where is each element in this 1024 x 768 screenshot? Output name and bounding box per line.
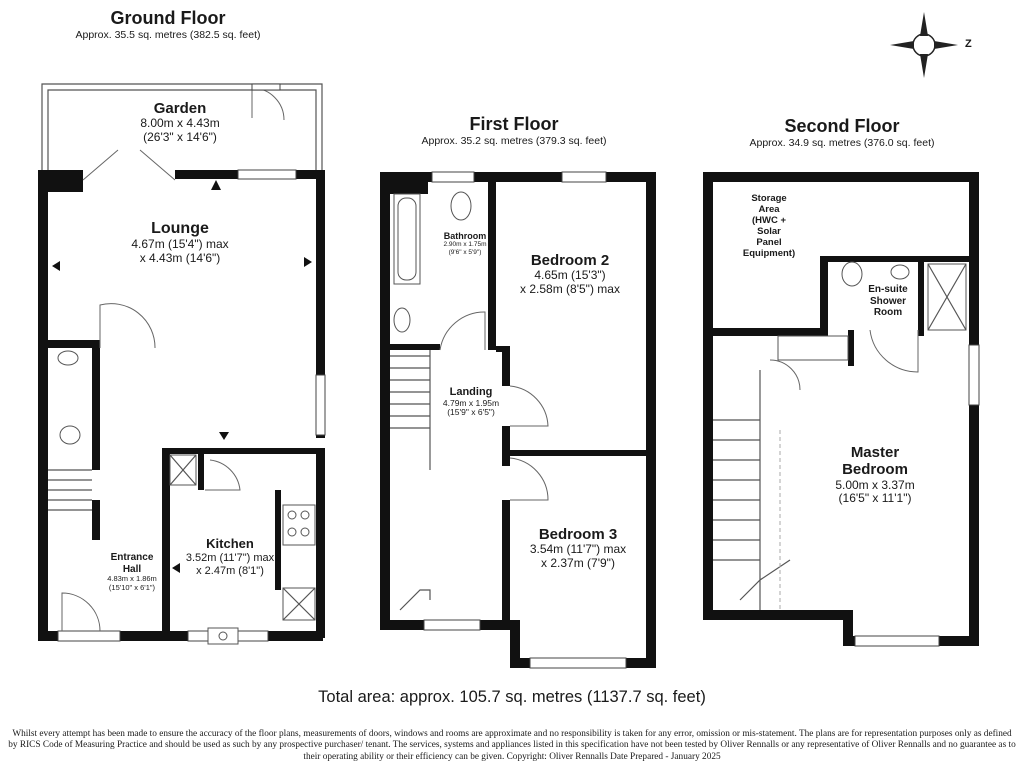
- ensuite-line-1: En-suite: [868, 284, 908, 295]
- bedroom-2-name: Bedroom 2: [530, 252, 610, 269]
- lounge-name: Lounge: [151, 220, 209, 237]
- ground-floor-heading: Ground Floor Approx. 35.5 sq. metres (38…: [58, 8, 278, 41]
- ensuite-line-3: Room: [873, 307, 903, 318]
- landing-label: Landing 4.79m x 1.95m (15'9" x 6'5"): [426, 386, 516, 418]
- bathroom-size-metric: 2.90m x 1.75m: [443, 241, 487, 249]
- landing-size-metric: 4.79m x 1.95m: [442, 397, 500, 408]
- ground-floor-title: Ground Floor: [110, 8, 226, 28]
- bathroom-name: Bathroom: [443, 231, 487, 241]
- kitchen-size-imperial: x 2.47m (8'1"): [196, 564, 264, 577]
- entrance-hall-size-metric: 4.83m x 1.86m: [107, 574, 157, 583]
- kitchen-name: Kitchen: [206, 536, 254, 551]
- entrance-hall-size-imperial: (15'10" x 6'1"): [108, 582, 156, 592]
- master-bedroom-size-imperial: (16'5" x 11'1"): [838, 491, 912, 506]
- garden-name: Garden: [153, 100, 207, 117]
- storage-line-1: Storage: [751, 193, 787, 204]
- first-floor-title: First Floor: [469, 114, 559, 134]
- first-floor-area: Approx. 35.2 sq. metres (379.3 sq. feet): [421, 134, 607, 147]
- garden-size-imperial: (26'3" x 14'6"): [143, 130, 217, 145]
- compass-label: Z: [965, 38, 972, 50]
- master-bedroom-name-2: Bedroom: [842, 461, 908, 479]
- lounge-size-metric: 4.67m (15'4") max: [131, 237, 229, 252]
- bedroom-3-size-imperial: x 2.37m (7'9"): [541, 556, 615, 571]
- compass-icon: [890, 12, 958, 78]
- master-bedroom-size-metric: 5.00m x 3.37m: [835, 477, 915, 492]
- bathroom-size-imperial: (9'6" x 5'9"): [448, 248, 482, 256]
- landing-size-imperial: (15'9" x 6'5"): [447, 407, 495, 418]
- kitchen-label: Kitchen 3.52m (11'7") max x 2.47m (8'1"): [170, 536, 290, 577]
- bedroom-3-name: Bedroom 3: [538, 526, 618, 543]
- lounge-label: Lounge 4.67m (15'4") max x 4.43m (14'6"): [100, 220, 260, 266]
- first-floor-plan: [380, 171, 656, 669]
- landing-name: Landing: [449, 386, 493, 398]
- bedroom-3-label: Bedroom 3 3.54m (11'7") max x 2.37m (7'9…: [508, 526, 648, 571]
- entrance-hall-name-2: Hall: [122, 563, 142, 575]
- first-floor-heading: First Floor Approx. 35.2 sq. metres (379…: [384, 114, 644, 147]
- bedroom-2-size-metric: 4.65m (15'3"): [534, 268, 606, 283]
- entrance-hall-label: Entrance Hall 4.83m x 1.86m (15'10" x 6'…: [82, 552, 182, 592]
- storage-area-label: Storage Area (HWC + Solar Panel Equipmen…: [724, 193, 814, 260]
- ground-floor-area: Approx. 35.5 sq. metres (382.5 sq. feet): [75, 28, 261, 41]
- ensuite-label: En-suite Shower Room: [852, 284, 924, 319]
- storage-line-4: Solar: [757, 225, 781, 237]
- storage-line-5: Panel: [756, 236, 782, 248]
- total-area: Total area: approx. 105.7 sq. metres (11…: [318, 688, 706, 706]
- ensuite-line-2: Shower: [869, 295, 907, 307]
- kitchen-size-metric: 3.52m (11'7") max: [185, 551, 275, 564]
- master-bedroom-name-1: Master: [850, 444, 900, 461]
- storage-line-3: (HWC +: [751, 214, 787, 226]
- second-floor-area: Approx. 34.9 sq. metres (376.0 sq. feet): [749, 136, 935, 149]
- garden-label: Garden 8.00m x 4.43m (26'3" x 14'6"): [100, 100, 260, 145]
- master-bedroom-label: Master Bedroom 5.00m x 3.37m (16'5" x 11…: [800, 444, 950, 506]
- storage-line-6: Equipment): [742, 247, 796, 259]
- ground-floor-plan: [38, 83, 326, 645]
- second-floor-title: Second Floor: [784, 116, 900, 136]
- bedroom-2-label: Bedroom 2 4.65m (15'3") x 2.58m (8'5") m…: [500, 252, 640, 297]
- second-floor-heading: Second Floor Approx. 34.9 sq. metres (37…: [714, 116, 970, 149]
- bedroom-3-size-metric: 3.54m (11'7") max: [529, 542, 627, 557]
- garden-size-metric: 8.00m x 4.43m: [140, 116, 220, 131]
- bedroom-2-size-imperial: x 2.58m (8'5") max: [520, 282, 620, 297]
- disclaimer-text: Whilst every attempt has been made to en…: [8, 729, 1016, 762]
- bathroom-label: Bathroom 2.90m x 1.75m (9'6" x 5'9"): [425, 231, 505, 256]
- second-floor-plan: [703, 172, 980, 647]
- lounge-size-imperial: x 4.43m (14'6"): [139, 251, 221, 266]
- storage-line-2: Area: [758, 203, 780, 215]
- entrance-hall-name-1: Entrance: [110, 552, 154, 563]
